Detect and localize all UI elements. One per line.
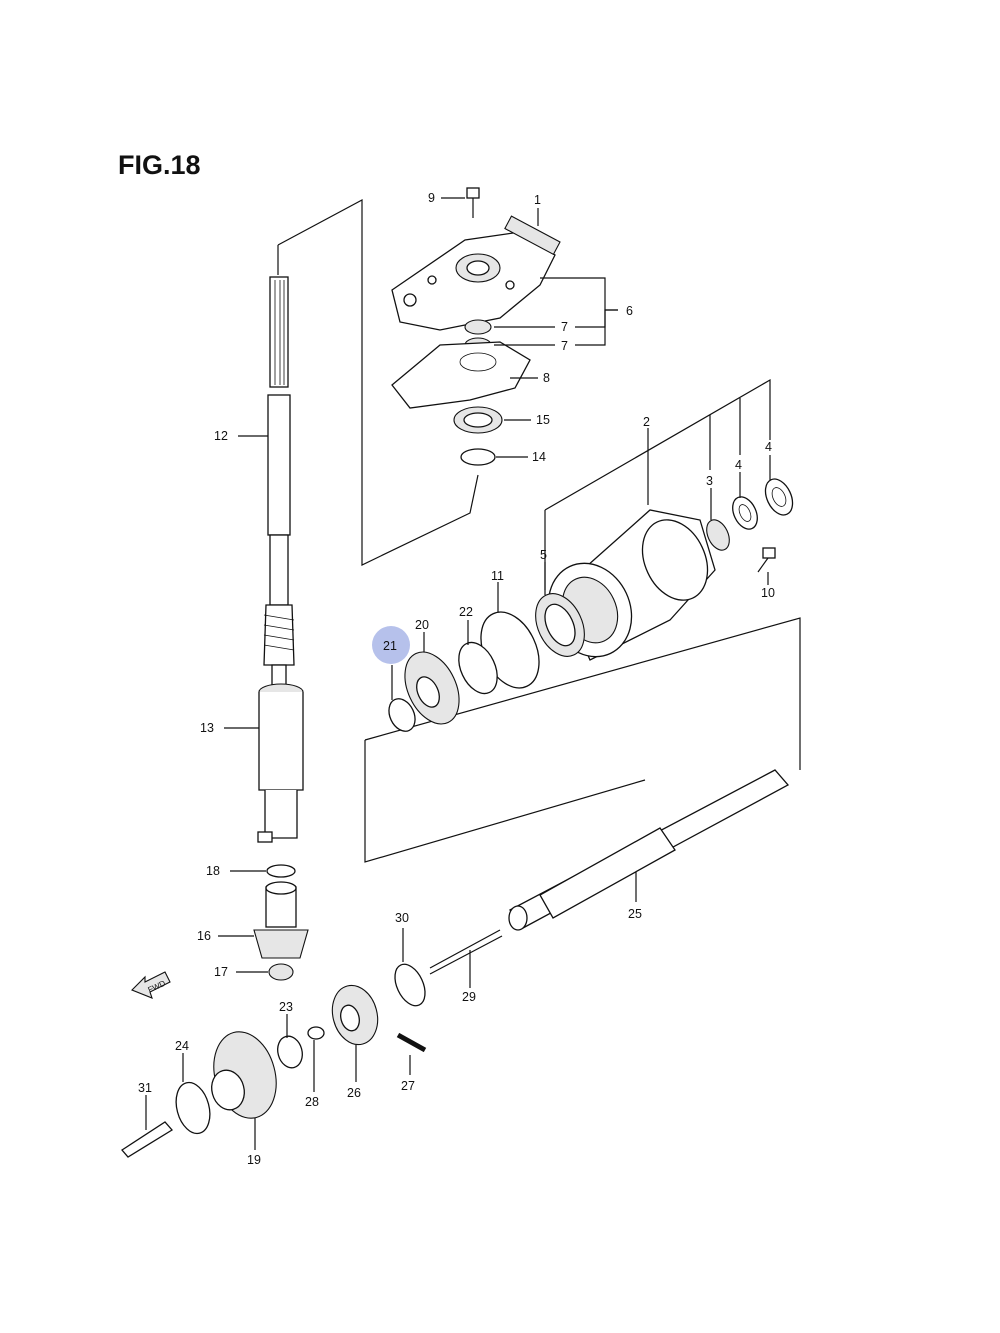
callout-labels: 9 1 6 7 7 8 15 14 2 3 4 4 10 5 11 22 20 … [138, 191, 775, 1167]
group-bracket-upper [277, 198, 479, 566]
bushing-part-5 [535, 593, 585, 657]
gasket-part-8 [391, 341, 531, 409]
callout-24: 24 [175, 1039, 189, 1053]
ring-part-18 [266, 864, 296, 878]
callout-25: 25 [628, 907, 642, 921]
shim-part-22 [458, 641, 498, 695]
propeller-shaft-part-25 [508, 769, 790, 931]
ring-part-30 [394, 963, 426, 1007]
pin-part-31 [121, 1121, 173, 1158]
callout-30: 30 [395, 911, 409, 925]
callout-8: 8 [543, 371, 550, 385]
seal-part-14 [460, 448, 496, 466]
callout-19: 19 [247, 1153, 261, 1167]
callout-22: 22 [459, 605, 473, 619]
ring-part-23 [277, 1035, 303, 1069]
callout-6: 6 [626, 304, 633, 318]
bearing-part-3 [706, 519, 730, 551]
pump-case-part-1 [391, 215, 561, 331]
callout-11: 11 [491, 569, 504, 583]
callout-9: 9 [428, 191, 435, 205]
callout-16: 16 [197, 929, 211, 943]
callout-18: 18 [206, 864, 220, 878]
callout-31: 31 [138, 1081, 152, 1095]
callout-26: 26 [347, 1086, 361, 1100]
shim-part-21 [388, 698, 416, 732]
callout-14: 14 [532, 450, 546, 464]
bearing-part-15 [453, 406, 503, 434]
callout-4b: 4 [765, 440, 772, 454]
callout-17: 17 [214, 965, 228, 979]
bolt-part-10 [757, 547, 776, 573]
pinion-gear-part-16 [253, 881, 309, 959]
callout-13: 13 [200, 721, 214, 735]
nut-part-17 [268, 963, 294, 981]
seal-part-4b [764, 478, 794, 516]
pin-part-28 [307, 1026, 325, 1040]
callout-10: 10 [761, 586, 775, 600]
drive-shaft-part-12 [263, 276, 295, 691]
callout-20: 20 [415, 618, 429, 632]
figure-title: FIG.18 [118, 150, 201, 180]
callout-15: 15 [536, 413, 550, 427]
callout-29: 29 [462, 990, 476, 1004]
bolt-part-9 [466, 187, 480, 218]
callout-28: 28 [305, 1095, 319, 1109]
callout-21: 21 [383, 639, 397, 653]
sleeve-part-13 [257, 683, 304, 843]
spring-part-29 [429, 929, 503, 975]
pin-part-27 [396, 1032, 427, 1053]
shim-part-24 [175, 1081, 211, 1135]
callout-2: 2 [643, 415, 650, 429]
clutch-part-26 [331, 984, 379, 1046]
group-bracket-propshaft [364, 617, 801, 863]
seal-part-4a [732, 496, 758, 530]
leader-lines [145, 197, 771, 1150]
callout-27: 27 [401, 1079, 415, 1093]
forward-direction-arrow: FWD [131, 971, 171, 999]
callout-7b: 7 [561, 339, 568, 353]
callout-7a: 7 [561, 320, 568, 334]
callout-4a: 4 [735, 458, 742, 472]
highlight-marker [372, 626, 410, 664]
callout-5: 5 [540, 548, 547, 562]
gear-part-20 [404, 651, 460, 725]
reverse-gear-part-19 [211, 1031, 277, 1119]
callout-1: 1 [534, 193, 541, 207]
callout-23: 23 [279, 1000, 293, 1014]
callout-3: 3 [706, 474, 713, 488]
callout-12: 12 [214, 429, 228, 443]
